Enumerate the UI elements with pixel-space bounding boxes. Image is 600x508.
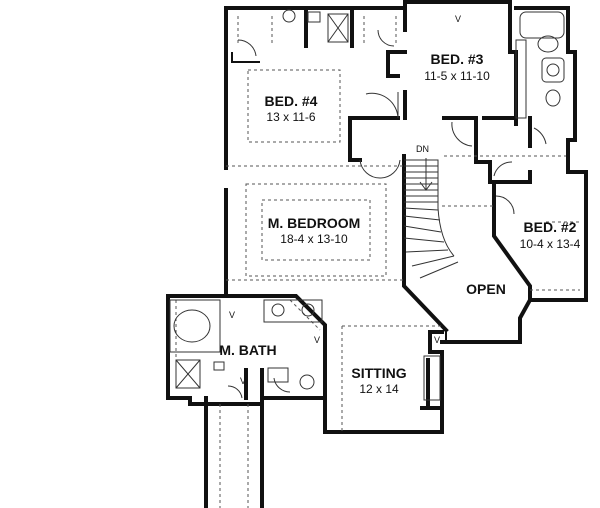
master-bedroom-size: 18-4 x 13-10 <box>280 232 348 246</box>
bed4-size: 13 x 11-6 <box>266 110 315 124</box>
labels: BED. #4 13 x 11-6 BED. #3 11-5 x 11-10 B… <box>219 14 580 396</box>
bed3-name: BED. #3 <box>431 51 484 67</box>
v-mark: V <box>229 310 235 320</box>
v-mark: V <box>455 14 461 24</box>
bed2-size: 10-4 x 13-4 <box>520 237 581 251</box>
doors <box>227 29 547 399</box>
bed4-name: BED. #4 <box>265 93 318 109</box>
dashed-outlines <box>175 16 580 508</box>
bed3-size: 11-5 x 11-10 <box>424 69 490 83</box>
master-bath-name: M. BATH <box>219 342 276 358</box>
open-name: OPEN <box>466 281 506 297</box>
staircase <box>403 158 459 279</box>
walls <box>166 0 588 508</box>
sitting-size: 12 x 14 <box>359 382 399 396</box>
v-mark: V <box>314 335 320 345</box>
bed2-name: BED. #2 <box>524 219 577 235</box>
stair-down-label: DN <box>416 144 429 154</box>
v-mark: V <box>240 376 246 386</box>
v-mark: V <box>434 335 440 345</box>
sitting-name: SITTING <box>351 365 406 381</box>
fixtures <box>169 9 565 401</box>
master-bedroom-name: M. BEDROOM <box>268 215 361 231</box>
